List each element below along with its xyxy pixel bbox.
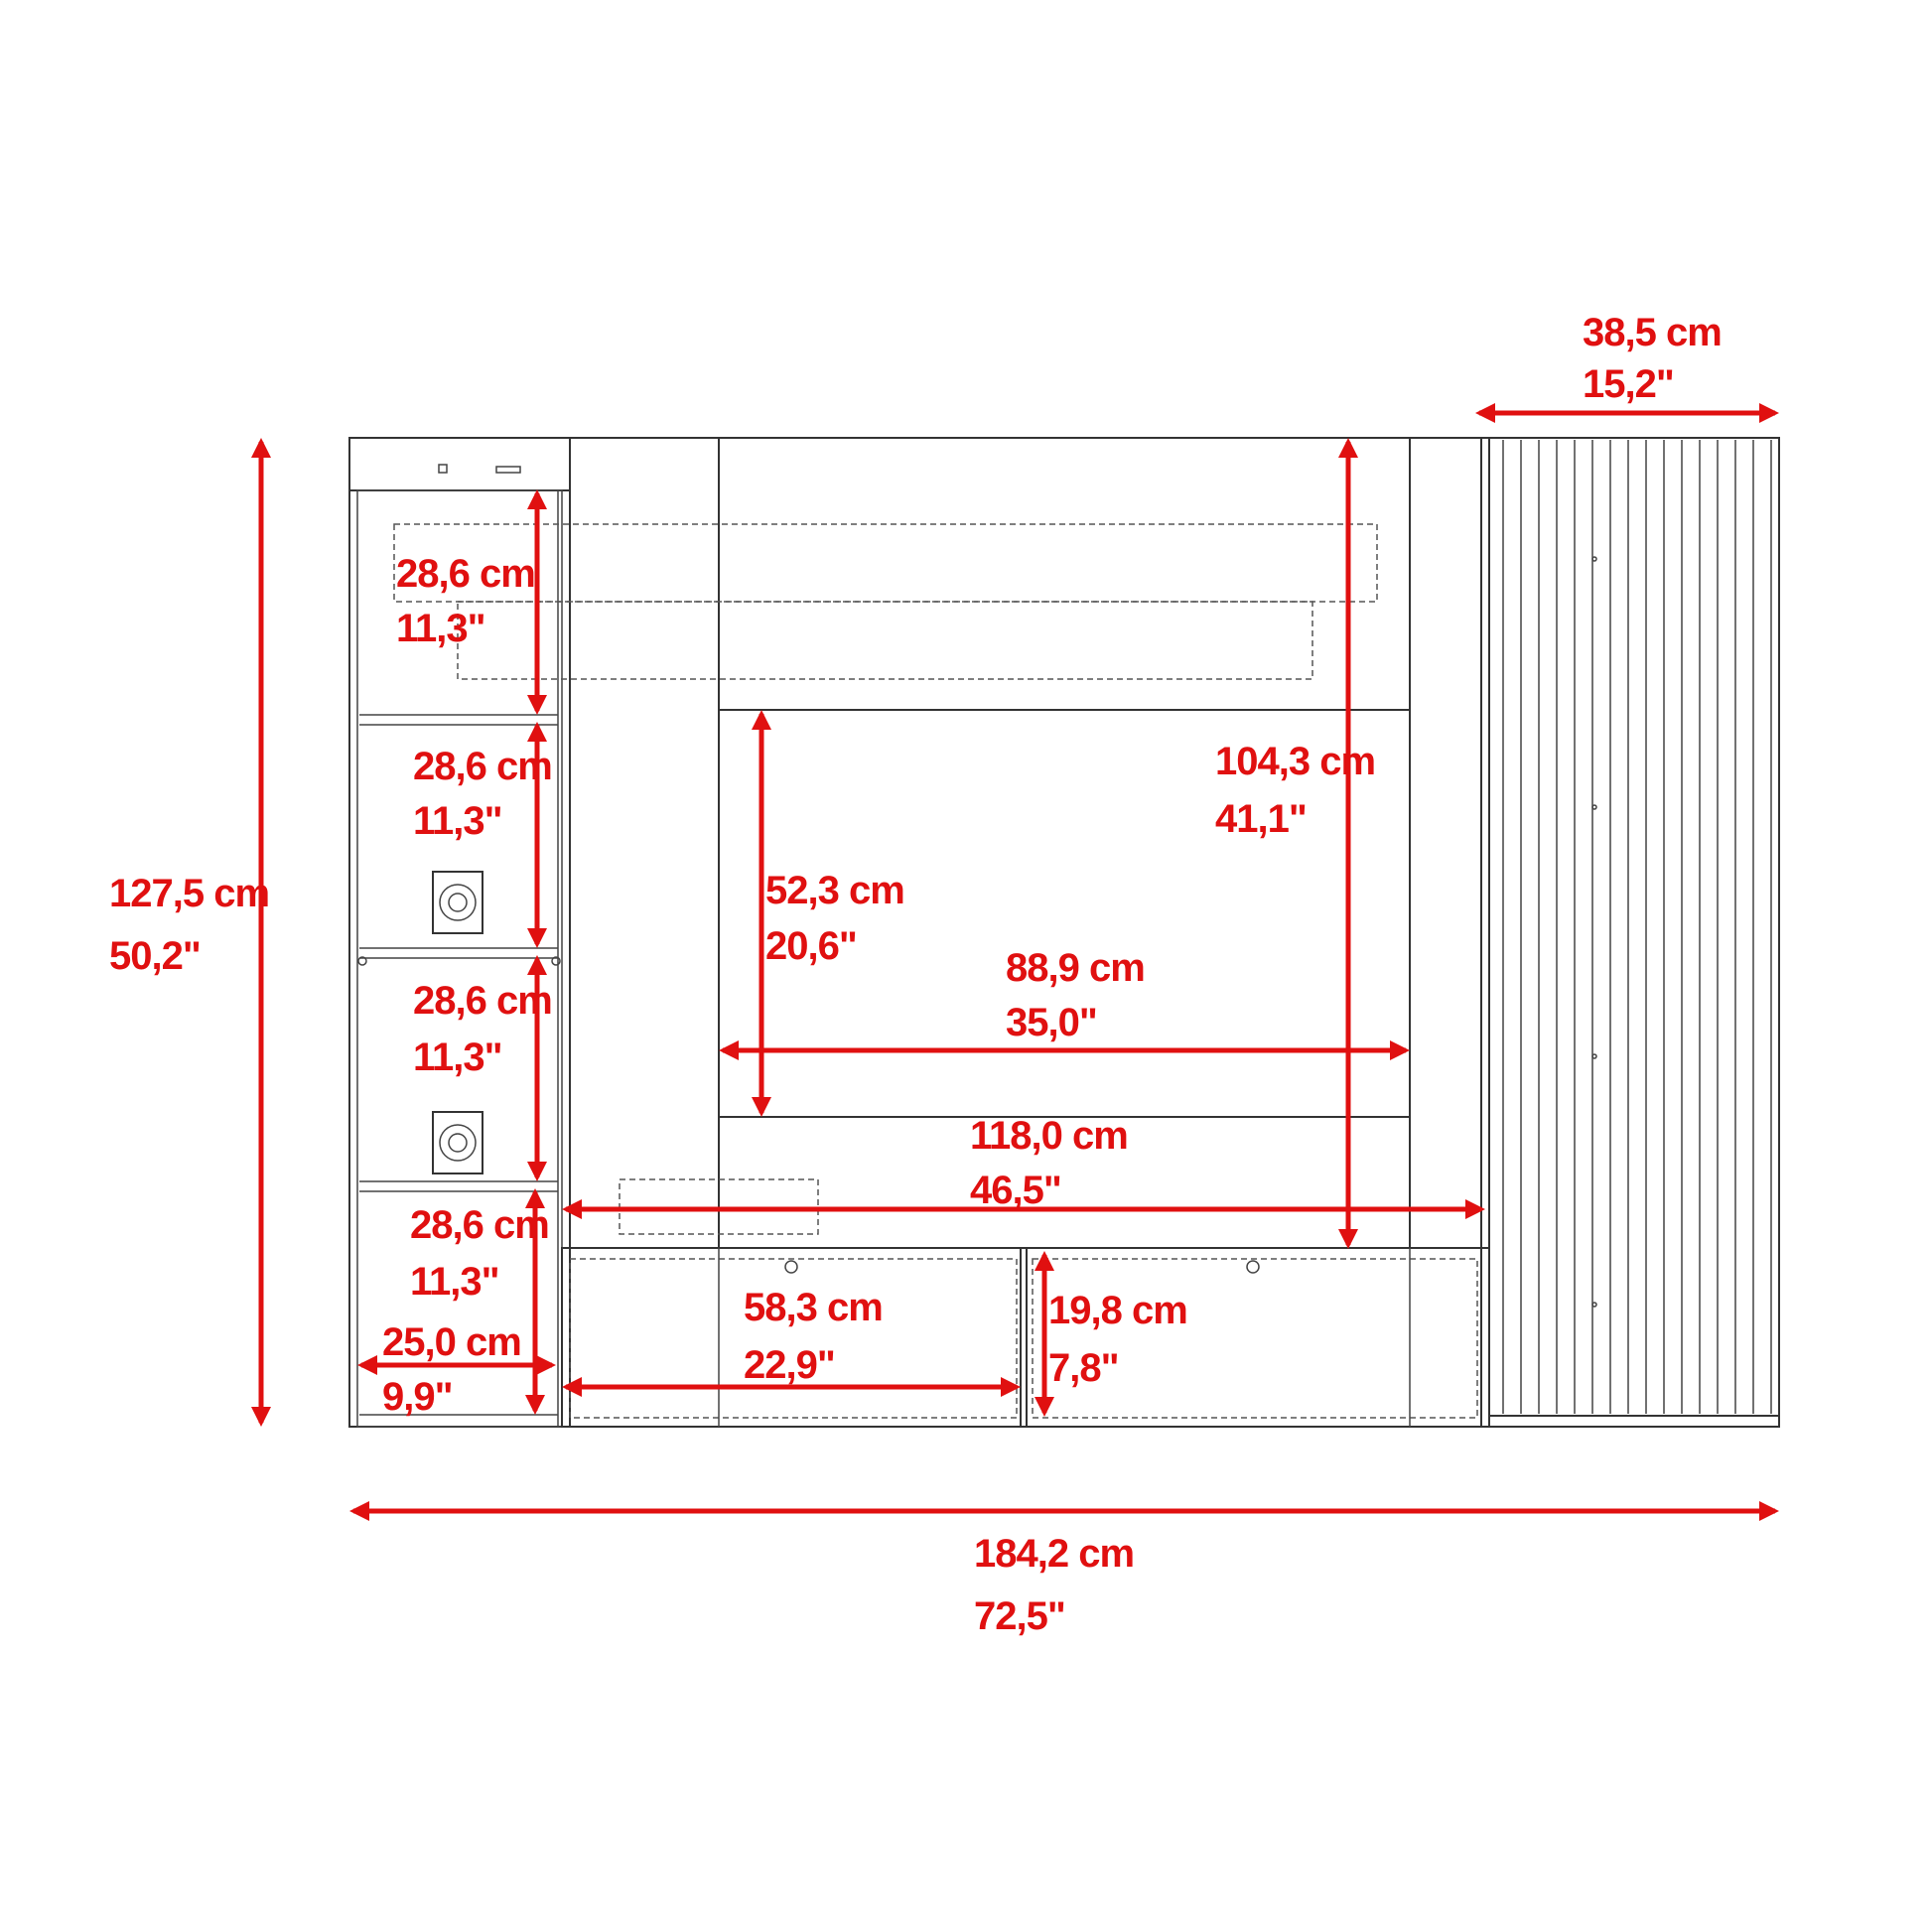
shelf-4-cm: 28,6 cm	[410, 1203, 549, 1247]
shelf-peg-icon	[551, 956, 561, 966]
right-slatted-cabinet	[1488, 437, 1780, 1428]
hinge-icon	[1591, 1053, 1597, 1059]
furniture-outline	[348, 437, 1780, 1428]
center-width-in: 46,5"	[970, 1169, 1061, 1212]
drawer-width-in: 22,9"	[744, 1343, 835, 1387]
hidden-shelf-outline	[457, 601, 1313, 680]
shelf-3-in: 11,3"	[413, 1035, 502, 1079]
top-vent-detail	[438, 464, 521, 474]
overall-height-in: 50,2"	[109, 934, 201, 978]
tv-area-width-cm: 88,9 cm	[1006, 946, 1145, 990]
overall-width-in: 72,5"	[974, 1594, 1065, 1638]
shelf-width-cm: 25,0 cm	[382, 1320, 521, 1364]
overall-height-cm: 127,5 cm	[109, 872, 269, 915]
side-cabinet-width-cm: 38,5 cm	[1583, 311, 1722, 354]
center-width-cm: 118,0 cm	[970, 1114, 1128, 1158]
tv-area-height-in: 20,6"	[765, 924, 857, 968]
hinge-icon	[1591, 1302, 1597, 1308]
shelf-1-in: 11,3"	[396, 607, 485, 650]
side-cabinet-width-in: 15,2"	[1583, 362, 1674, 406]
overall-width-cm: 184,2 cm	[974, 1532, 1134, 1576]
panel-height-in: 41,1"	[1215, 797, 1307, 841]
hidden-shelf-outline	[393, 523, 1378, 603]
left-shelf-tower	[348, 437, 571, 1428]
drawer-height-in: 7,8"	[1048, 1346, 1119, 1390]
tv-area-width-in: 35,0"	[1006, 1001, 1097, 1044]
shelf-2-cm: 28,6 cm	[413, 745, 552, 788]
drawer-handle-icon	[784, 1260, 798, 1274]
drawer-handle-icon	[1246, 1260, 1260, 1274]
drawer-width-cm: 58,3 cm	[744, 1286, 883, 1329]
speaker-icon	[432, 871, 483, 934]
shelf-width-in: 9,9"	[382, 1375, 453, 1419]
panel-height-cm: 104,3 cm	[1215, 740, 1375, 783]
tv-area-height-cm: 52,3 cm	[765, 869, 904, 912]
drawer-outline	[1032, 1258, 1478, 1419]
hinge-icon	[1591, 556, 1597, 562]
dimension-labels: 127,5 cm 50,2" 184,2 cm 72,5" 38,5 cm 15…	[109, 311, 1723, 1638]
drawer-outline	[569, 1258, 1018, 1419]
center-tv-unit	[393, 437, 1490, 1428]
shelf-4-in: 11,3"	[410, 1260, 499, 1304]
shelf-peg-icon	[357, 956, 367, 966]
shelf-3-cm: 28,6 cm	[413, 979, 552, 1023]
shelf-2-in: 11,3"	[413, 799, 502, 843]
speaker-icon	[432, 1111, 483, 1174]
drawer-height-cm: 19,8 cm	[1048, 1289, 1187, 1332]
hinge-icon	[1591, 804, 1597, 810]
shelf-1-cm: 28,6 cm	[396, 552, 535, 596]
dimension-arrows	[251, 403, 1779, 1521]
slat-lines	[1502, 440, 1772, 1414]
